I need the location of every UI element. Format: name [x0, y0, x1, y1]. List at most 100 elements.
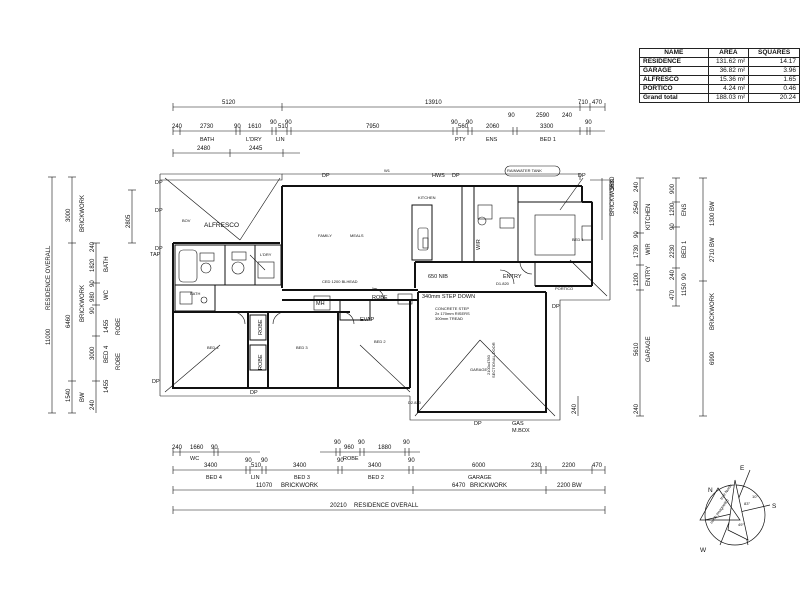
svg-text:2730: 2730	[200, 124, 214, 130]
svg-text:1610: 1610	[248, 124, 262, 130]
svg-text:5610: 5610	[610, 176, 616, 190]
svg-text:1455: 1455	[104, 319, 110, 333]
compass-angle3: 49°	[738, 522, 744, 527]
svg-text:3400: 3400	[293, 463, 307, 469]
svg-text:3300: 3300	[540, 124, 554, 130]
svg-text:240: 240	[172, 124, 183, 130]
svg-text:2060: 2060	[486, 124, 500, 130]
room-family: FAMILY	[318, 233, 332, 238]
svg-text:2200: 2200	[562, 463, 576, 469]
compass-angle1: 10°	[752, 494, 758, 499]
svg-text:90: 90	[466, 120, 473, 126]
compass-south: S	[772, 503, 777, 510]
svg-text:3400: 3400	[368, 463, 382, 469]
svg-text:WIR: WIR	[646, 243, 652, 255]
svg-text:2445: 2445	[249, 146, 263, 152]
svg-text:240: 240	[634, 403, 640, 414]
svg-text:LIN: LIN	[251, 475, 260, 481]
dp-bottom2: DP	[474, 421, 482, 427]
room-robe-bed4: ROBE	[258, 354, 264, 370]
svg-text:20210: 20210	[330, 503, 347, 509]
area-table-header: NAME AREA SQUARES	[639, 48, 800, 58]
room-bed4: BED 4	[207, 345, 219, 350]
dp-top3: DP	[578, 173, 586, 179]
svg-text:BRICKWORK: BRICKWORK	[470, 483, 507, 489]
svg-text:230: 230	[531, 463, 542, 469]
room-garage: GARAGE	[470, 367, 487, 372]
walls	[172, 185, 593, 413]
svg-text:BW: BW	[80, 392, 86, 402]
roof-outline	[159, 173, 611, 421]
dp-left4: DP	[152, 379, 160, 385]
mbox-note: M.BOX	[512, 428, 530, 434]
concrete-step-note: CONCRETE STEP	[435, 306, 469, 311]
dp-left2: DP	[155, 208, 163, 214]
room-bed3: BED 3	[296, 345, 308, 350]
svg-text:510: 510	[278, 124, 289, 130]
compass-west: W	[700, 547, 707, 554]
svg-text:240: 240	[90, 241, 96, 252]
svg-text:ENS: ENS	[486, 137, 498, 143]
svg-text:3000: 3000	[66, 208, 72, 222]
room-alfresco: ALFRESCO	[204, 222, 239, 229]
svg-text:BED 2: BED 2	[368, 475, 384, 481]
tap-note: TAP	[150, 252, 161, 258]
svg-text:6000: 6000	[472, 463, 486, 469]
svg-text:90: 90	[90, 307, 96, 314]
svg-text:1200: 1200	[670, 202, 676, 216]
svg-text:3000: 3000	[90, 346, 96, 360]
svg-text:240: 240	[172, 445, 183, 451]
concrete-step-detail1: 2x 170mm RISERS	[435, 311, 470, 316]
svg-text:560: 560	[458, 124, 469, 130]
svg-text:BED 1: BED 1	[540, 137, 556, 143]
fixtures	[178, 165, 593, 311]
plan-notes: 340mm STEP DOWN 650 NIB CONCRETE STEP 2x…	[150, 168, 586, 434]
svg-text:2230: 2230	[670, 244, 676, 258]
svg-text:KITCHEN: KITCHEN	[646, 204, 652, 230]
svg-text:BRICKWORK: BRICKWORK	[710, 293, 716, 330]
svg-text:BRICKWORK: BRICKWORK	[80, 195, 86, 232]
ced-note: CED 1200 BLHEAD	[322, 279, 358, 284]
svg-text:6460: 6460	[66, 314, 72, 328]
top-dim-text: 5120 13910 710 470 240 2730 90 1610 90 5…	[172, 100, 603, 152]
svg-text:GARAGE: GARAGE	[468, 475, 492, 481]
room-mh: MH	[316, 301, 325, 307]
svg-text:2200 BW: 2200 BW	[557, 483, 582, 489]
right-dim-text: 1300 BW 2710 BW 6990 BRICKWORK 240 2540 …	[572, 176, 716, 414]
svg-text:7950: 7950	[366, 124, 380, 130]
svg-text:980: 980	[90, 291, 96, 302]
svg-text:2590: 2590	[536, 113, 550, 119]
svg-text:1150: 1150	[682, 282, 688, 296]
compass-angle2: 83°	[744, 501, 750, 506]
bottom-dimensions	[172, 448, 606, 514]
svg-text:240: 240	[572, 403, 578, 414]
left-dim-text: 11000 RESIDENCE OVERALL 3000 BRICKWORK 6…	[46, 195, 132, 410]
svg-text:BRICKWORK: BRICKWORK	[610, 179, 616, 216]
door-d2: D2.820	[408, 400, 422, 405]
svg-text:90: 90	[337, 458, 344, 464]
bov-note: BOV	[182, 218, 191, 223]
right-dimensions	[577, 177, 707, 417]
svg-text:RESIDENCE OVERALL: RESIDENCE OVERALL	[354, 503, 419, 509]
svg-text:90: 90	[234, 124, 241, 130]
svg-text:5120: 5120	[222, 100, 236, 106]
svg-text:BED 1: BED 1	[682, 240, 688, 258]
sectional-size: 2100x4780	[486, 354, 491, 375]
room-bath: BATH	[190, 291, 200, 296]
top-dimensions	[172, 103, 606, 157]
svg-text:2540: 2540	[634, 200, 640, 214]
svg-text:90: 90	[261, 458, 268, 464]
dp-left: DP	[155, 180, 163, 186]
window-w1: W1	[384, 168, 391, 173]
svg-text:2480: 2480	[197, 146, 211, 152]
svg-text:240: 240	[634, 181, 640, 192]
svg-text:WC: WC	[190, 456, 199, 462]
svg-text:90: 90	[334, 440, 341, 446]
room-portico: PORTICO	[555, 286, 573, 291]
svg-text:90: 90	[403, 440, 410, 446]
compass-east: E	[740, 465, 745, 472]
svg-text:LIN: LIN	[276, 137, 285, 143]
room-bed2: BED 2	[374, 339, 386, 344]
